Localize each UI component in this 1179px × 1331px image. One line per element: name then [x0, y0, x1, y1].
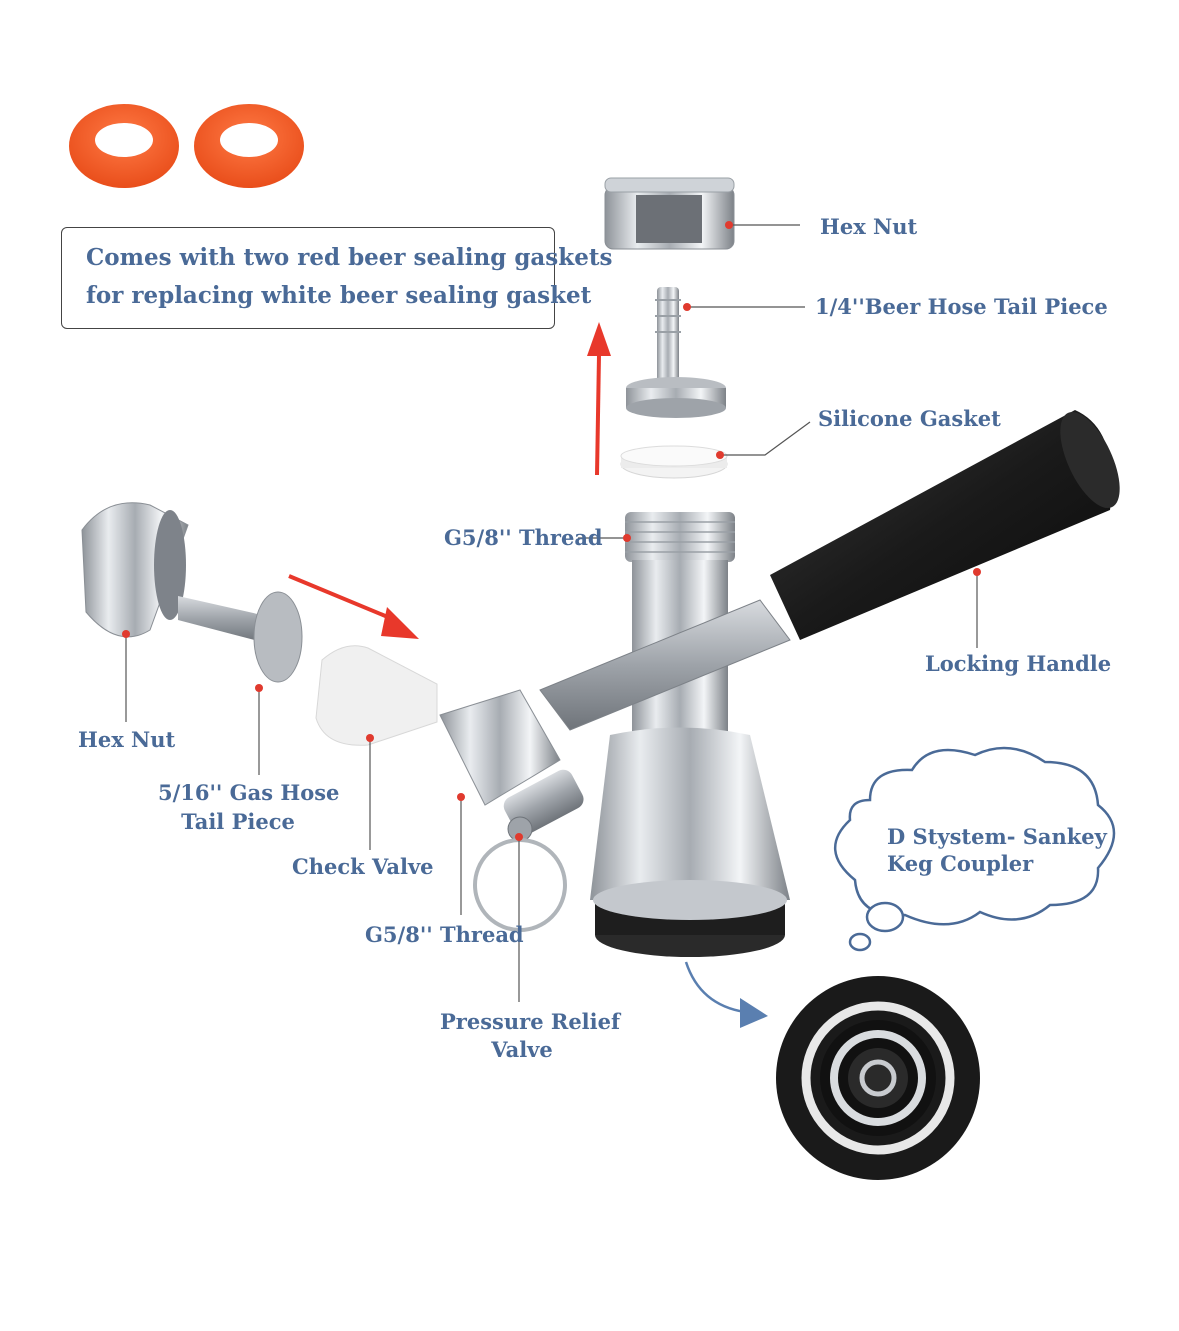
top-hex-nut [604, 177, 735, 250]
marker-dots [122, 221, 981, 841]
label-check-valve: Check Valve [292, 854, 434, 879]
note-line-2: for replacing white beer sealing gasket [86, 282, 592, 309]
label-prv-line-1: Pressure Relief [440, 1009, 621, 1034]
label-thread-bottom: G5/8'' Thread [365, 922, 524, 947]
red-gasket-2 [194, 104, 304, 188]
silicone-gasket [620, 445, 728, 479]
label-hex-nut-left: Hex Nut [78, 727, 176, 752]
red-arrow-up [587, 322, 611, 476]
label-gas-tail-line-2: Tail Piece [181, 809, 295, 834]
gas-tail-piece [178, 591, 303, 683]
label-hex-nut-top: Hex Nut [820, 214, 918, 239]
cloud-line-1: D Stystem- Sankey [887, 824, 1107, 849]
coupler-bottom-view [776, 976, 980, 1180]
red-arrow-diagonal [288, 574, 419, 639]
cloud-line-2: Keg Coupler [887, 851, 1034, 876]
coupler-body [439, 512, 790, 957]
label-thread-top: G5/8'' Thread [444, 525, 603, 550]
locking-handle [539, 410, 1120, 731]
blue-arrow [684, 961, 768, 1028]
leader-lines [125, 224, 978, 1002]
check-valve [315, 645, 438, 746]
red-gasket-1 [69, 104, 179, 188]
beer-tail-piece [626, 287, 726, 418]
label-prv-line-2: Valve [491, 1037, 553, 1062]
label-gas-tail-line-1: 5/16'' Gas Hose [158, 780, 340, 805]
note-line-1: Comes with two red beer sealing gaskets [86, 244, 613, 271]
info-note-box: Comes with two red beer sealing gaskets … [61, 227, 612, 329]
label-locking-handle: Locking Handle [925, 651, 1112, 676]
thought-cloud [834, 746, 1116, 952]
label-beer-tail-piece: 1/4''Beer Hose Tail Piece [815, 294, 1108, 319]
label-silicone-gasket: Silicone Gasket [818, 406, 1001, 431]
left-hex-nut [81, 502, 189, 638]
